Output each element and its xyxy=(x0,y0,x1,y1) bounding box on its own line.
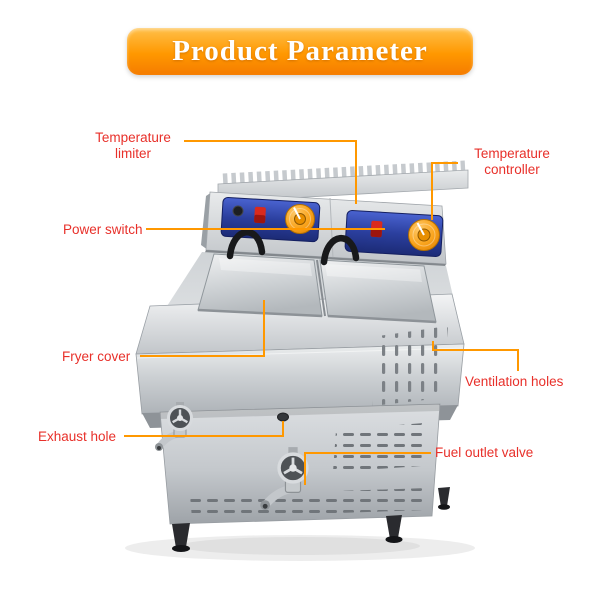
floor-shadow-inner xyxy=(180,537,420,555)
pilot-knob-icon xyxy=(232,205,244,217)
ventilation-holes-grid xyxy=(372,326,448,406)
foot-left xyxy=(172,523,190,552)
label-ventilation-holes: Ventilation holes xyxy=(465,374,564,389)
exhaust-hole xyxy=(277,412,289,422)
fryer-cover-right xyxy=(319,259,437,324)
foot-right xyxy=(385,515,403,543)
label-temperature-controller: Temperature controller xyxy=(474,146,550,178)
page-title: Product Parameter xyxy=(172,35,428,67)
cover-handle-right xyxy=(320,235,360,266)
label-exhaust-hole: Exhaust hole xyxy=(38,429,117,444)
title-banner: Product Parameter xyxy=(127,28,473,75)
fryer-cover-left xyxy=(197,253,323,318)
label-temperature-limiter: Temperature limiter xyxy=(95,130,171,162)
fuel-outlet-valve xyxy=(260,447,309,510)
foot-rear-right xyxy=(438,487,450,510)
label-fuel-outlet-valve: Fuel outlet valve xyxy=(435,445,534,460)
cover-gap xyxy=(316,259,326,317)
temperature-controller-knob xyxy=(408,219,440,251)
temperature-limiter-knob xyxy=(285,204,315,234)
indicator-switch-left xyxy=(254,206,266,224)
power-switch-rocker xyxy=(370,220,383,238)
label-fryer-cover: Fryer cover xyxy=(62,349,131,364)
label-power-switch: Power switch xyxy=(63,222,143,237)
cabinet-bottom-slots xyxy=(190,488,428,518)
cabinet-side-slots xyxy=(333,423,424,472)
cover-handle-left xyxy=(226,229,266,260)
